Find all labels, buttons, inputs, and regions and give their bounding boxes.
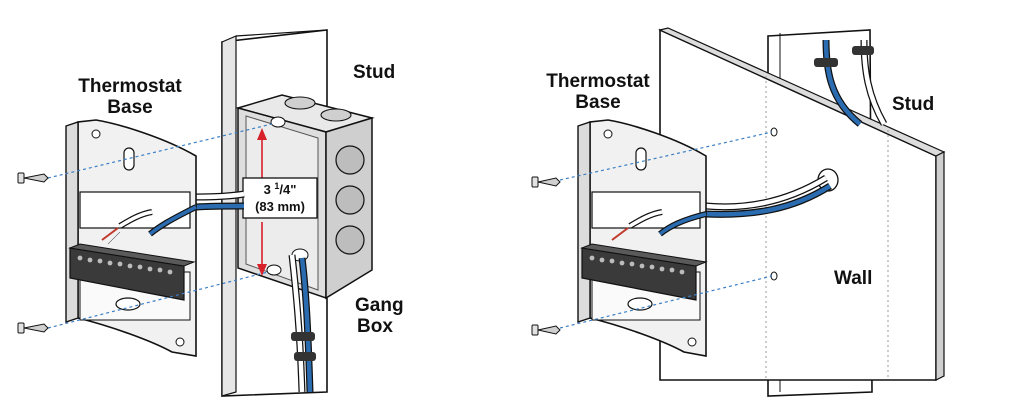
- thermostat-label-line2: Base: [107, 97, 152, 118]
- thermostat-label-line1: Thermostat: [78, 76, 182, 97]
- screw-icon: [17, 172, 49, 184]
- thermostat-base-right: [577, 119, 708, 357]
- dimension-metric: (83 mm): [255, 199, 305, 214]
- gang-box-label-line1: Gang: [355, 295, 404, 316]
- wire-bundle-top: [814, 39, 888, 127]
- dimension-arrow: [257, 128, 267, 276]
- thermostat-label-line1-right: Thermostat: [546, 71, 650, 92]
- wire-tie-icon: [291, 332, 315, 341]
- dimension-label: 3 1/4" (83 mm): [242, 177, 318, 219]
- screw-icon: [531, 176, 561, 188]
- guide-line-bottom-right: [559, 275, 773, 329]
- dimension-imperial: 3 1/4": [264, 181, 297, 197]
- wire-tie-icon: [852, 46, 874, 55]
- left-panel: 3 1/4" (83 mm): [17, 29, 404, 397]
- wire-bundle-left: [195, 190, 316, 393]
- right-panel: Thermostat Base Stud Wall: [531, 27, 946, 397]
- screw-icon: [531, 324, 561, 336]
- guide-line-top-right: [559, 131, 773, 181]
- guide-line-top: [47, 123, 273, 179]
- guide-line-bottom: [47, 271, 269, 329]
- screw-icon: [17, 322, 49, 334]
- thermostat-base-left: [65, 119, 198, 357]
- wire-tie-icon: [814, 58, 838, 67]
- terminal-screws-left: [77, 255, 173, 275]
- wire-tie-icon: [294, 352, 316, 361]
- wall-label: Wall: [834, 268, 872, 289]
- gang-box-label-line2: Box: [357, 316, 393, 337]
- terminal-screws-right: [589, 255, 685, 275]
- stud-label: Stud: [353, 62, 395, 83]
- stud-label-right: Stud: [892, 94, 934, 115]
- wire-bundle-right: [705, 175, 832, 218]
- thermostat-label-line2-right: Base: [575, 92, 620, 113]
